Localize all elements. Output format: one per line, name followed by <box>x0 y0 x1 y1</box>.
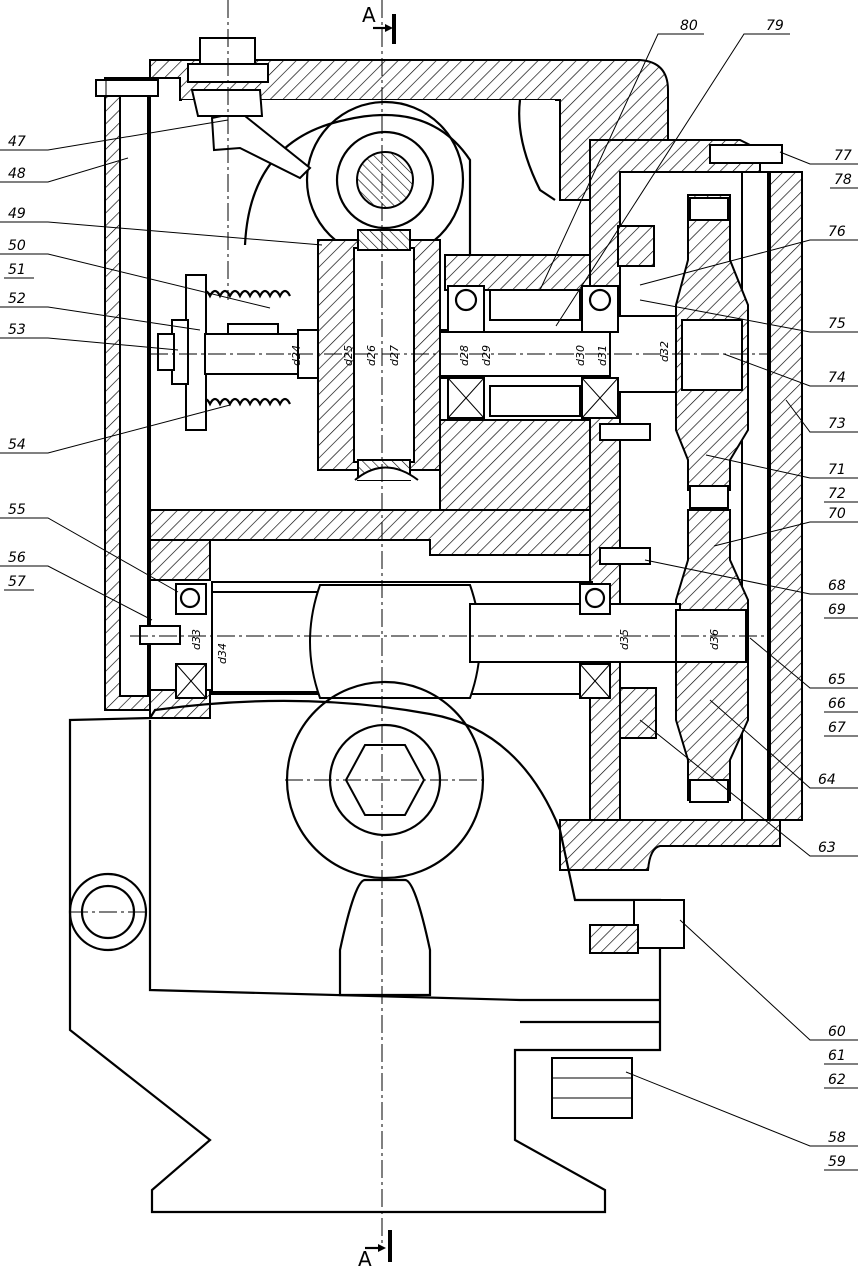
label-51: 51 <box>8 262 26 278</box>
label-74: 74 <box>828 370 846 386</box>
label-68: 68 <box>828 578 846 594</box>
label-69: 69 <box>828 602 846 618</box>
label-49: 49 <box>8 206 26 222</box>
label-47: 47 <box>8 134 26 150</box>
label-77: 77 <box>834 148 852 164</box>
right-gear-cover <box>559 144 803 871</box>
label-58: 58 <box>828 1130 846 1146</box>
bolt-left-top <box>95 79 159 97</box>
dim-d33: d33 <box>190 629 203 650</box>
label-73: 73 <box>828 416 846 432</box>
dim-d25: d25 <box>342 345 355 366</box>
lower-shaft <box>139 581 747 739</box>
label-70: 70 <box>828 506 846 522</box>
dim-d24: d24 <box>290 345 303 366</box>
upper-roller <box>243 99 556 260</box>
label-55: 55 <box>8 502 26 518</box>
label-50: 50 <box>8 238 26 254</box>
center-lines <box>70 0 770 1245</box>
label-60: 60 <box>828 1024 846 1040</box>
label-78: 78 <box>834 172 852 188</box>
dim-d28: d28 <box>458 345 471 366</box>
dim-d36: d36 <box>708 629 721 650</box>
leader-label-group: 47 48 49 50 51 52 53 54 55 56 57 80 79 7… <box>8 18 852 1170</box>
section-mark-bottom-label: A <box>358 1247 372 1271</box>
bearing-upper-left <box>447 285 485 419</box>
label-54: 54 <box>8 437 26 453</box>
label-57: 57 <box>8 574 26 590</box>
dim-d27: d27 <box>388 345 401 366</box>
label-72: 72 <box>828 486 846 502</box>
label-75: 75 <box>828 316 846 332</box>
dim-d35: d35 <box>618 629 631 650</box>
bearing-upper-right <box>581 285 619 419</box>
label-71: 71 <box>828 462 846 478</box>
dim-d31: d31 <box>596 345 609 366</box>
label-64: 64 <box>818 772 836 788</box>
dim-d29: d29 <box>480 345 493 366</box>
dim-d34: d34 <box>216 643 229 664</box>
dim-d26: d26 <box>365 345 378 366</box>
label-66: 66 <box>828 696 846 712</box>
spring-top <box>199 289 291 407</box>
label-56: 56 <box>8 550 26 566</box>
label-62: 62 <box>828 1072 846 1088</box>
section-mark-top-label: A <box>362 3 376 27</box>
label-76: 76 <box>828 224 846 240</box>
dimension-labels: d24 d25 d26 d27 d28 d29 d30 d31 d32 d33 … <box>190 341 721 664</box>
label-79: 79 <box>766 18 784 34</box>
dim-d32: d32 <box>658 341 671 362</box>
label-80: 80 <box>680 18 698 34</box>
section-mark-top: A <box>362 3 396 44</box>
label-67: 67 <box>828 720 846 736</box>
label-48: 48 <box>8 166 26 182</box>
label-52: 52 <box>8 291 26 307</box>
label-61: 61 <box>828 1048 846 1064</box>
dim-d30: d30 <box>574 345 587 366</box>
label-59: 59 <box>828 1154 846 1170</box>
label-65: 65 <box>828 672 846 688</box>
label-53: 53 <box>8 322 26 338</box>
label-underlines <box>4 187 858 1171</box>
label-63: 63 <box>818 840 836 856</box>
leader-lines <box>0 33 858 1147</box>
section-mark-bottom: A <box>358 1230 392 1271</box>
